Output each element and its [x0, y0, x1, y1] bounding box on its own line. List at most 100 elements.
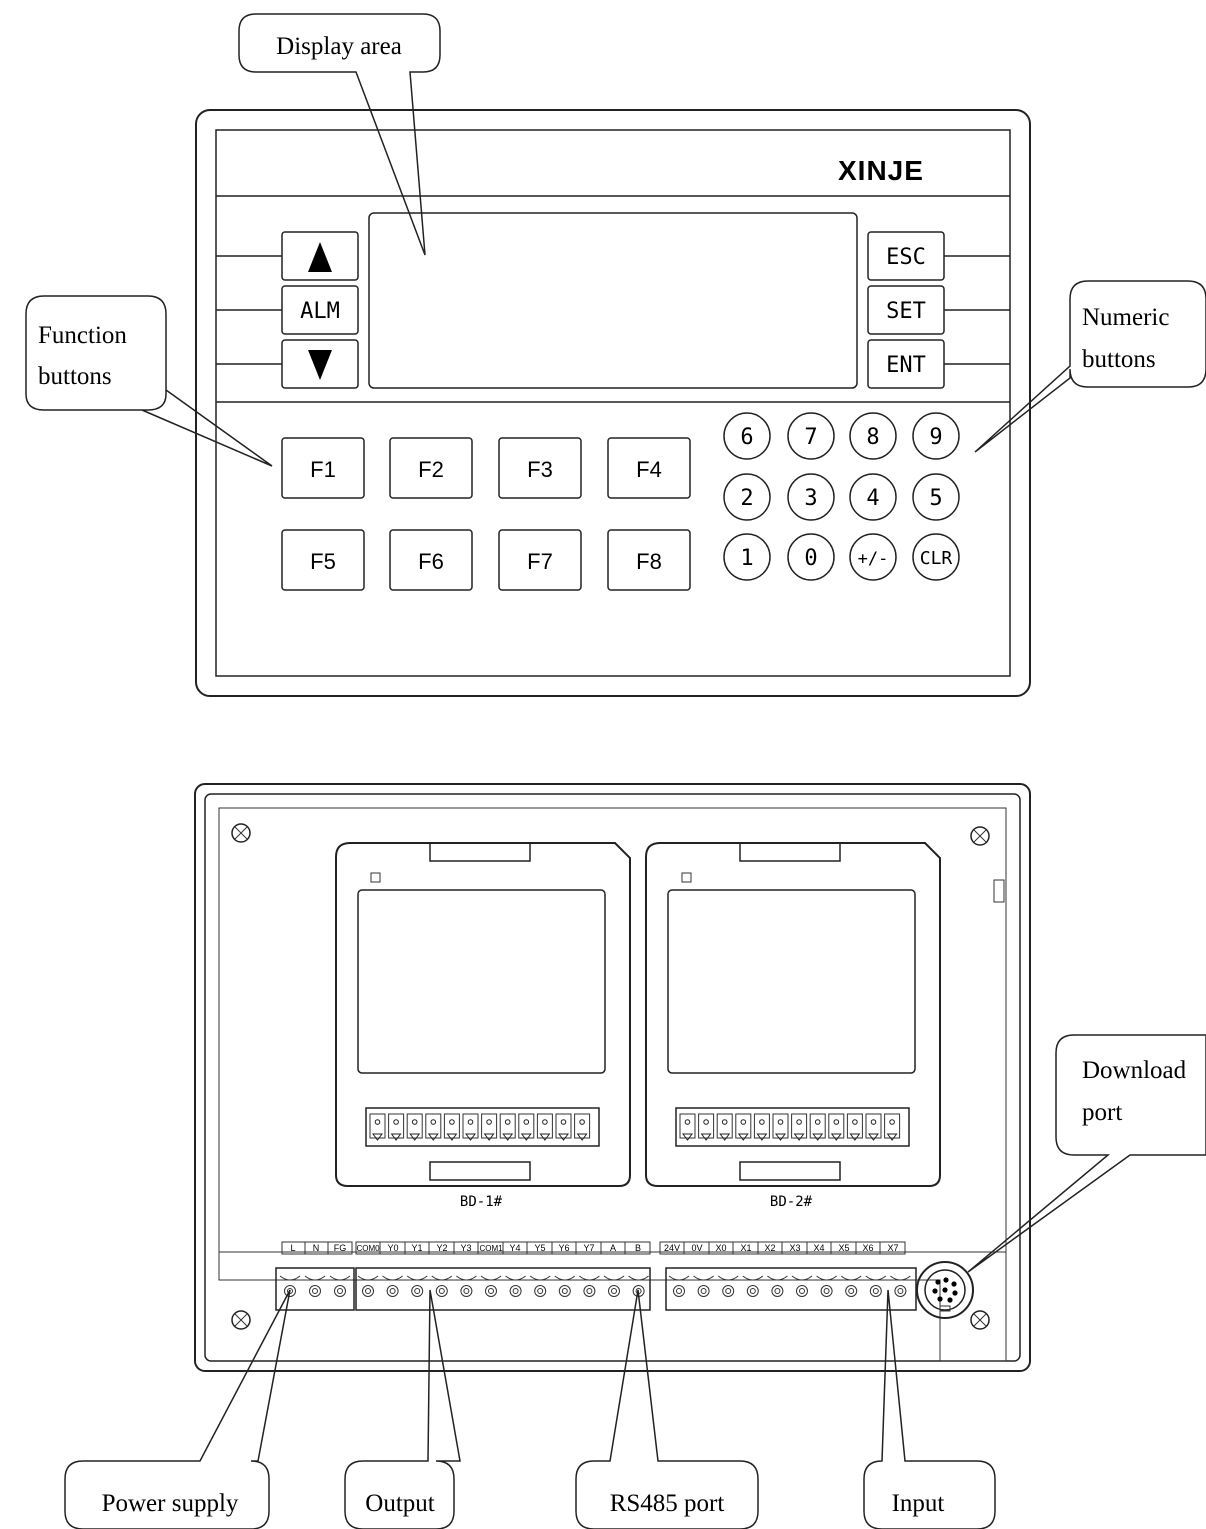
term-label-Y6: Y6 [558, 1243, 569, 1253]
callout-numeric-buttons: Numeric buttons [974, 280, 1206, 453]
bd-pin [499, 1113, 516, 1141]
term-label-0V: 0V [691, 1243, 702, 1253]
bd-pin [809, 1113, 826, 1141]
term-label-Y0: Y0 [387, 1243, 398, 1253]
terminal-screw-icon [382, 1275, 403, 1297]
num-key-9[interactable]: 9 [912, 412, 960, 460]
num-key-7-label: 7 [804, 425, 817, 450]
callout-power-supply: Power supply [64, 1289, 291, 1529]
num-key-3-label: 3 [804, 486, 817, 511]
f8-key[interactable]: F8 [607, 529, 691, 591]
screw-top-left-icon [231, 823, 251, 843]
f2-key[interactable]: F2 [389, 437, 473, 499]
term-label-X1: X1 [740, 1243, 751, 1253]
num-key-0[interactable]: 0 [787, 533, 835, 581]
num-key-6-label: 6 [740, 425, 753, 450]
num-key-7[interactable]: 7 [787, 412, 835, 460]
f3-key-label: F3 [527, 457, 553, 482]
terminal-screw-icon [816, 1275, 837, 1297]
terminal-screw-icon [693, 1275, 714, 1297]
num-key-8[interactable]: 8 [849, 412, 897, 460]
alm-key-label: ALM [300, 299, 340, 324]
callout-output: Output [344, 1289, 461, 1529]
f6-key-label: F6 [418, 549, 444, 574]
callout-display-area: Display area [238, 13, 441, 256]
bd-pin [828, 1113, 845, 1141]
num-key-4[interactable]: 4 [849, 473, 897, 521]
bd-pin [698, 1113, 715, 1141]
term-label-24V: 24V [664, 1243, 680, 1253]
terminal-screw-icon [603, 1275, 625, 1297]
term-label-A: A [610, 1243, 616, 1253]
side-marker [993, 879, 1005, 903]
callout-rs485-port-label: RS485 port [610, 1490, 725, 1517]
clr-key-label: CLR [920, 548, 953, 569]
num-key-5[interactable]: 5 [912, 473, 960, 521]
bd-pin [518, 1113, 535, 1141]
bd-pin [735, 1113, 752, 1141]
rear-panel: BD-1# BD-2# L N FG [194, 783, 1031, 1372]
download-port[interactable] [916, 1261, 974, 1319]
term-label-L: L [290, 1243, 295, 1253]
clr-key[interactable]: CLR [912, 533, 960, 581]
numeric-keys: 6 7 8 9 2 3 4 5 1 0 +/- CLR [723, 412, 960, 581]
bd-pin [884, 1113, 901, 1141]
num-key-3[interactable]: 3 [787, 473, 835, 521]
set-key[interactable]: SET [867, 285, 945, 335]
callout-function-buttons: Function buttons [25, 295, 273, 467]
bd-pin [753, 1113, 770, 1141]
display-area [368, 212, 858, 389]
num-key-0-label: 0 [804, 546, 817, 571]
alm-key[interactable]: ALM [281, 285, 359, 335]
f7-key[interactable]: F7 [498, 529, 582, 591]
f5-key[interactable]: F5 [281, 529, 365, 591]
rear-panel-inner [204, 793, 1021, 1362]
up-key[interactable] [281, 231, 359, 281]
front-panel: XINJE ALM ESC SET [195, 109, 1031, 697]
term-label-B: B [635, 1243, 641, 1253]
bd-pin [555, 1113, 572, 1141]
term-label-X0: X0 [715, 1243, 726, 1253]
down-triangle-icon [308, 350, 332, 380]
plus-minus-key-label: +/- [858, 549, 889, 569]
callout-numeric-buttons-label-1: Numeric [1082, 304, 1169, 331]
f5-key-label: F5 [310, 549, 336, 574]
terminal-screw-icon [767, 1275, 788, 1297]
esc-key-label: ESC [886, 245, 926, 270]
term-label-X3: X3 [789, 1243, 800, 1253]
num-key-8-label: 8 [866, 425, 879, 450]
f3-key[interactable]: F3 [498, 437, 582, 499]
f4-key[interactable]: F4 [607, 437, 691, 499]
ent-key[interactable]: ENT [867, 339, 945, 389]
num-key-6[interactable]: 6 [723, 412, 771, 460]
callout-function-buttons-label-2: buttons [38, 363, 112, 390]
down-key[interactable] [281, 339, 359, 389]
esc-key[interactable]: ESC [867, 231, 945, 281]
bd-pin [481, 1113, 498, 1141]
f1-key[interactable]: F1 [281, 437, 365, 499]
terminal-block-output [355, 1267, 651, 1311]
term-label-Y7: Y7 [583, 1243, 594, 1253]
terminal-screw-icon [840, 1275, 862, 1297]
callout-download-port-label-1: Download [1082, 1057, 1187, 1084]
f8-key-label: F8 [636, 549, 662, 574]
term-label-Y1: Y1 [411, 1243, 422, 1253]
bd-pin [462, 1113, 479, 1141]
bd-1-pins [369, 1113, 591, 1141]
term-label-Y2: Y2 [436, 1243, 447, 1253]
f7-key-label: F7 [527, 549, 553, 574]
terminal-screw-icon [357, 1275, 379, 1297]
bd-slot-1-label: BD-1# [460, 1194, 503, 1210]
screw-top-right-icon [970, 826, 990, 846]
up-triangle-icon [308, 242, 332, 272]
term-label-X7: X7 [887, 1243, 898, 1253]
terminal-labels-output: COM0 Y0 Y1 Y2 Y3 COM1 Y4 Y5 Y6 Y7 A B [355, 1241, 651, 1255]
terminal-screw-icon [554, 1275, 576, 1297]
plus-minus-key[interactable]: +/- [849, 533, 897, 581]
num-key-2[interactable]: 2 [723, 473, 771, 521]
f6-key[interactable]: F6 [389, 529, 473, 591]
num-key-1[interactable]: 1 [723, 533, 771, 581]
front-panel-inner [215, 129, 1011, 677]
